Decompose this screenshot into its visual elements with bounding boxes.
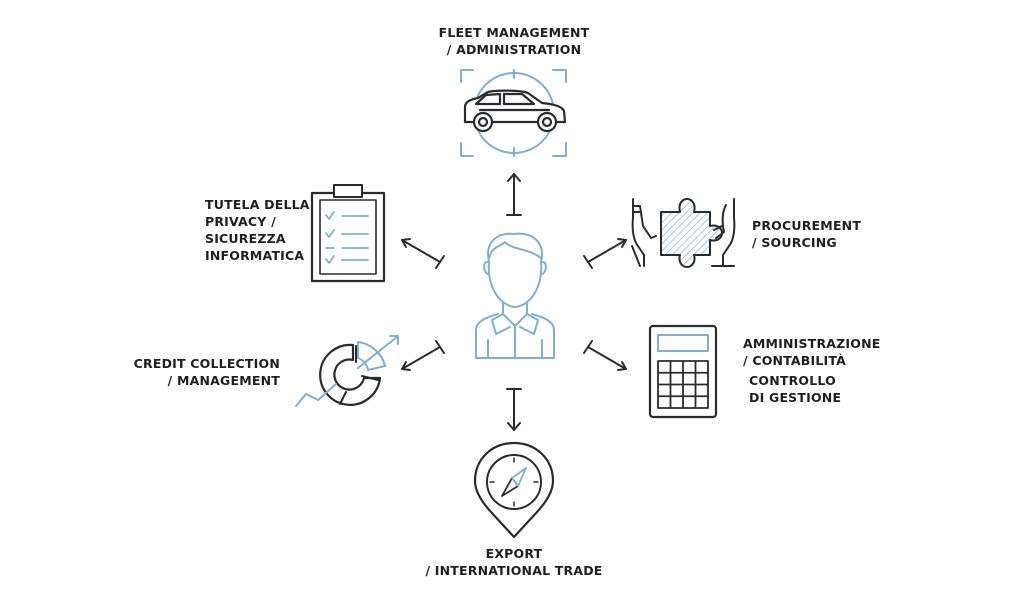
chart-growth-icon — [295, 335, 399, 407]
label-privacy-line-2: PRIVACY / — [205, 214, 276, 229]
label-credit-line-1: CREDIT COLLECTION — [133, 356, 280, 371]
clipboard-icon — [310, 184, 386, 283]
label-controllo-line-1: CONTROLLO — [749, 373, 836, 388]
arrow-amministrazione — [583, 340, 627, 371]
label-export-line-2: / INTERNATIONAL TRADE — [425, 563, 603, 578]
label-procurement-line-2: / SOURCING — [752, 235, 837, 250]
label-controllo: CONTROLLO DI GESTIONE — [749, 372, 841, 406]
label-credit: CREDIT COLLECTION / MANAGEMENT — [110, 355, 280, 389]
arrow-export — [506, 388, 522, 431]
puzzle-hands-icon — [631, 198, 736, 268]
calculator-icon — [648, 324, 718, 419]
arrow-privacy — [401, 238, 445, 269]
label-fleet-line-2: / ADMINISTRATION — [446, 42, 582, 57]
label-amministrazione-line-2: / CONTABILITÀ — [743, 353, 847, 368]
person-icon — [475, 232, 555, 359]
car-icon — [460, 69, 567, 157]
label-procurement: PROCUREMENT / SOURCING — [752, 217, 861, 251]
connector-arrows — [401, 173, 627, 431]
label-amministrazione-line-1: AMMINISTRAZIONE — [743, 336, 881, 351]
label-export-line-1: EXPORT — [485, 546, 543, 561]
arrow-fleet — [506, 173, 522, 216]
label-controllo-line-2: DI GESTIONE — [749, 390, 842, 405]
label-privacy-line-3: SICUREZZA — [205, 231, 286, 246]
label-credit-line-2: / MANAGEMENT — [167, 373, 280, 388]
label-export: EXPORT / INTERNATIONAL TRADE — [404, 545, 624, 579]
arrow-credit — [401, 340, 445, 371]
compass-pin-icon — [473, 441, 555, 539]
label-privacy: TUTELA DELLA PRIVACY / SICUREZZA INFORMA… — [205, 196, 310, 264]
label-fleet-line-1: FLEET MANAGEMENT — [438, 25, 590, 40]
label-privacy-line-1: TUTELA DELLA — [205, 197, 310, 212]
label-amministrazione: AMMINISTRAZIONE / CONTABILITÀ — [743, 335, 881, 369]
label-fleet: FLEET MANAGEMENT / ADMINISTRATION — [414, 24, 614, 58]
arrow-procurement — [583, 238, 627, 269]
label-procurement-line-1: PROCUREMENT — [752, 218, 862, 233]
label-privacy-line-4: INFORMATICA — [205, 248, 305, 263]
